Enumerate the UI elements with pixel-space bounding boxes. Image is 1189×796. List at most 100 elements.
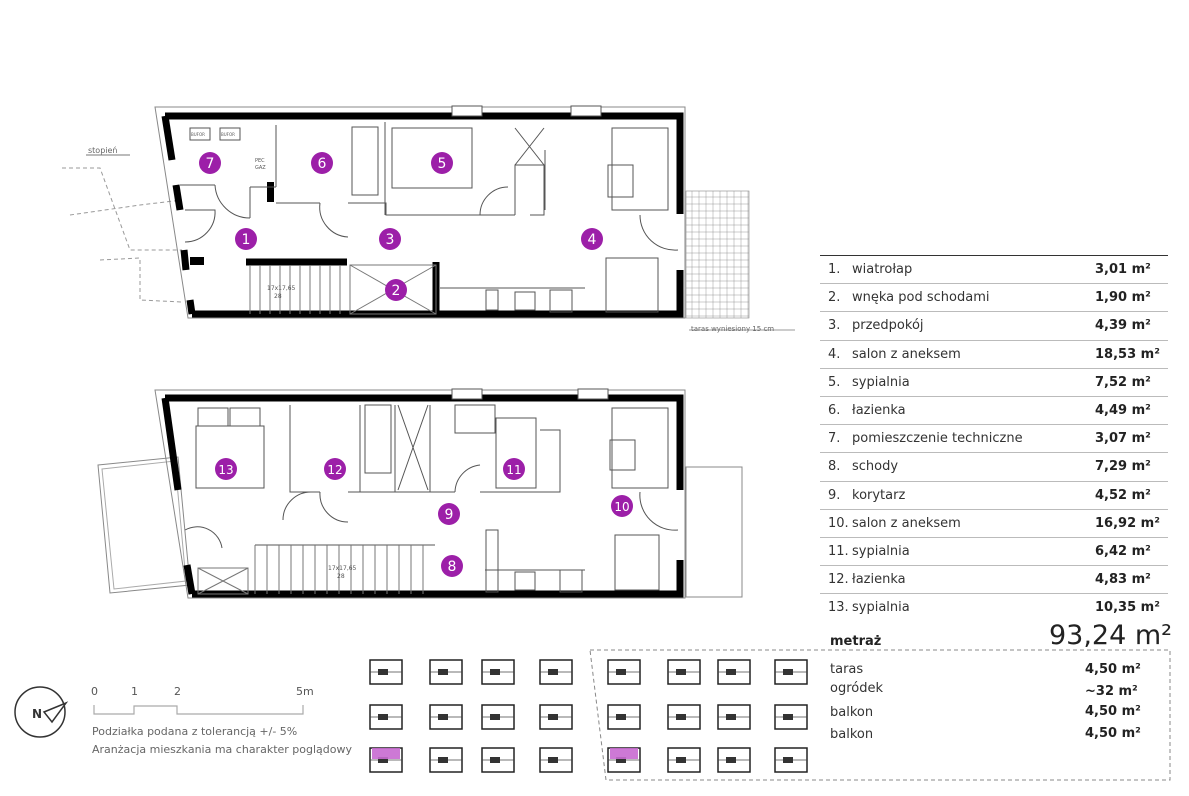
room-marker-circle (581, 228, 603, 250)
stairs-spec: 17x17,65 (267, 285, 296, 292)
arrangement-note: Aranżacja mieszkania ma charakter pogląd… (92, 743, 352, 756)
key-plan-unit (717, 747, 751, 773)
scale-tick-label: 5m (296, 685, 314, 698)
room-area: 1,90 m² (1095, 290, 1151, 306)
room-marker-number: 2 (392, 283, 401, 299)
room-marker: 4 (581, 228, 603, 250)
room-marker-circle (379, 228, 401, 250)
terrace-label: taras wyniesiony 15 cm (691, 325, 774, 333)
room-marker: 13 (215, 458, 237, 480)
key-plan-unit (607, 704, 641, 730)
room-marker: 7 (199, 152, 221, 174)
room-marker: 2 (385, 279, 407, 301)
key-plan-outline (589, 649, 1171, 781)
room-marker: 12 (324, 458, 346, 480)
room-area: 4,52 m² (1095, 487, 1151, 503)
key-plan-unit (539, 747, 573, 773)
room-row: 2. wnęka pod schodami 1,90 m² (820, 284, 1168, 313)
key-plan-unit (429, 659, 463, 685)
key-plan-unit (774, 659, 808, 685)
room-marker-circle (503, 458, 525, 480)
room-marker-circle (438, 503, 460, 525)
room-number: 11. (828, 543, 849, 559)
room-name: wiatrołap (852, 262, 913, 278)
room-area: 10,35 m² (1095, 600, 1160, 616)
key-plan-unit (429, 704, 463, 730)
room-number: 8. (828, 459, 841, 475)
room-area: 4,49 m² (1095, 403, 1151, 419)
key-plan-unit (667, 747, 701, 773)
room-marker-circle (441, 555, 463, 577)
extra-name: ogródek (830, 681, 883, 696)
room-name: sypialnia (852, 600, 910, 616)
room-area: 6,42 m² (1095, 543, 1151, 559)
extra-name: balkon (830, 705, 874, 720)
key-plan-unit (429, 747, 463, 773)
room-name: sypialnia (852, 543, 910, 559)
total-area-label: metraż (830, 634, 882, 649)
key-plan-unit (774, 747, 808, 773)
room-marker: 8 (441, 555, 463, 577)
room-area: 18,53 m² (1095, 346, 1160, 362)
room-marker-circle (311, 152, 333, 174)
key-plan-highlight (372, 748, 400, 759)
key-plan-unit (717, 704, 751, 730)
pec-label: PEC (255, 158, 265, 164)
key-plan-unit (667, 659, 701, 685)
room-marker-number: 4 (588, 232, 597, 248)
room-marker-circle (215, 458, 237, 480)
room-marker-circle (611, 495, 633, 517)
room-area: 3,07 m² (1095, 431, 1151, 447)
room-marker: 6 (311, 152, 333, 174)
scale-tick-label: 2 (174, 685, 181, 698)
room-marker: 5 (431, 152, 453, 174)
room-area: 4,39 m² (1095, 318, 1151, 334)
room-marker: 1 (235, 228, 257, 250)
room-area: 3,01 m² (1095, 262, 1151, 278)
key-plan-unit (667, 704, 701, 730)
key-plan-unit (481, 659, 515, 685)
room-marker-number: 12 (327, 463, 342, 477)
room-area: 16,92 m² (1095, 515, 1160, 531)
room-name: wnęka pod schodami (852, 290, 990, 306)
extra-name: taras (830, 662, 864, 677)
room-number: 13. (828, 600, 849, 616)
key-plan-unit (369, 659, 403, 685)
key-plan-highlight (610, 748, 638, 759)
stairs-count: 28 (337, 573, 345, 580)
room-name: sypialnia (852, 374, 910, 390)
room-marker-circle (235, 228, 257, 250)
buffer-label: BUFOR (191, 132, 205, 137)
key-plan-unit (369, 704, 403, 730)
extra-area: 4,50 m² (1085, 704, 1141, 719)
scale-tick-label: 1 (131, 685, 138, 698)
room-number: 4. (828, 346, 841, 362)
key-plan-unit (774, 704, 808, 730)
room-marker-circle (385, 279, 407, 301)
room-name: salon z aneksem (852, 515, 961, 531)
extra-name: balkon (830, 727, 874, 742)
room-marker-number: 10 (614, 500, 629, 514)
tolerance-note: Podziałka podana z tolerancją +/- 5% (92, 725, 298, 738)
upper-floor-plan: 17x17,65 28 (97, 388, 743, 599)
room-marker: 9 (438, 503, 460, 525)
room-name: schody (852, 459, 899, 475)
room-number: 2. (828, 290, 841, 306)
ground-floor-plan: 17x17,65 28 BUFOR BUFOR PEC GAZ stopień … (62, 105, 795, 333)
key-plan-unit (607, 659, 641, 685)
key-plan-unit (481, 747, 515, 773)
key-plan (369, 659, 808, 773)
key-plan-unit (539, 704, 573, 730)
room-marker-number: 6 (318, 156, 327, 172)
compass-icon: N (14, 686, 69, 738)
room-marker-circle (324, 458, 346, 480)
